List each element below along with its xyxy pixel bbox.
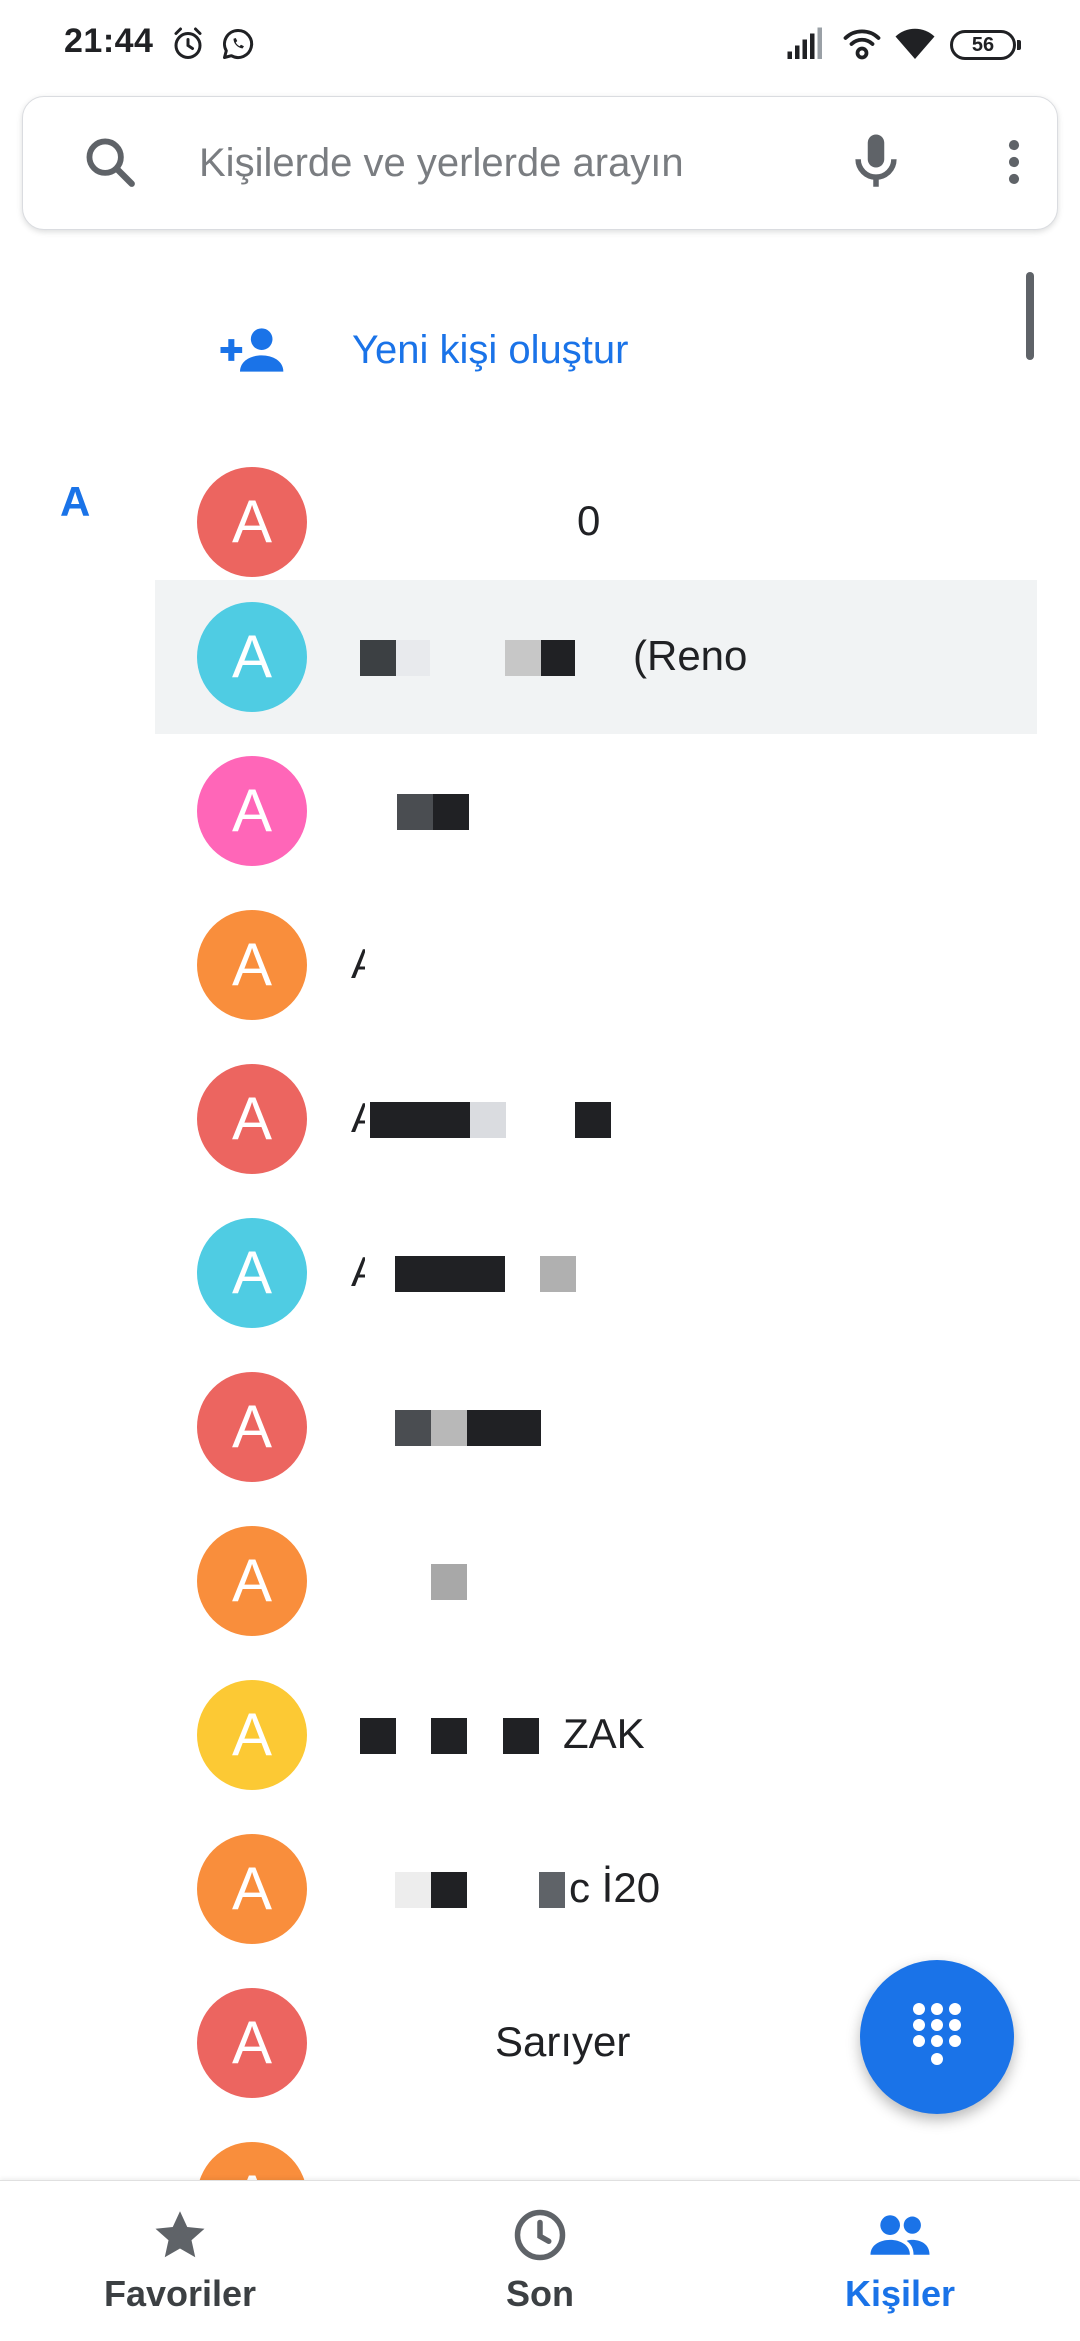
contact-avatar: A	[197, 602, 307, 712]
redaction-block	[431, 1872, 467, 1908]
people-icon	[870, 2215, 930, 2255]
contact-row[interactable]: A	[155, 1350, 1037, 1504]
contact-avatar: A	[197, 1064, 307, 1174]
bottom-navigation: Favoriler Son Kişiler	[0, 2180, 1080, 2341]
nav-recents-label: Son	[506, 2273, 574, 2314]
search-bar[interactable]: Kişilerde ve yerlerde arayın	[22, 96, 1058, 230]
redaction-block	[431, 1564, 467, 1600]
contact-row[interactable]: A	[155, 2120, 1037, 2180]
contact-name: ZAK	[563, 1710, 645, 1757]
contact-avatar: A	[197, 756, 307, 866]
signal-icon	[787, 27, 822, 59]
redaction-block	[360, 640, 396, 676]
search-icon[interactable]	[81, 133, 139, 191]
person-add-icon	[220, 328, 284, 372]
contact-row[interactable]: A ZAK	[155, 1658, 1037, 1812]
clock-icon	[514, 2209, 566, 2261]
nav-contacts-label: Kişiler	[844, 2273, 956, 2314]
contact-row[interactable]: A c İ20	[155, 1812, 1037, 1966]
redaction-block	[540, 1256, 576, 1292]
search-input[interactable]: Kişilerde ve yerlerde arayın	[199, 141, 684, 185]
nav-recents[interactable]: Son	[420, 2181, 660, 2341]
redaction-block	[539, 1872, 565, 1908]
redaction-block	[470, 1102, 506, 1138]
contact-row[interactable]: A	[155, 734, 1037, 888]
contact-avatar: A	[197, 2142, 307, 2180]
star-icon	[155, 2211, 205, 2258]
redaction-block	[395, 1410, 431, 1446]
status-bar: 21:44 56	[0, 0, 1080, 92]
contact-avatar: A	[197, 467, 307, 577]
contact-avatar: A	[197, 1988, 307, 2098]
redaction-block	[396, 640, 430, 676]
contact-name: (Reno	[633, 632, 748, 679]
redaction-block	[370, 1102, 470, 1138]
redaction-block	[397, 794, 433, 830]
redaction-block	[541, 640, 575, 676]
contact-avatar: A	[197, 1372, 307, 1482]
alarm-icon	[174, 27, 202, 59]
contact-name: A	[351, 1248, 365, 1296]
redaction-block	[431, 1718, 467, 1754]
battery-indicator: 56	[950, 30, 1021, 60]
redaction-block	[431, 1410, 467, 1446]
contact-row-selected[interactable]: A (Reno	[155, 580, 1037, 734]
contact-name: 0	[577, 497, 601, 544]
create-contact-button[interactable]: Yeni kişi oluştur	[0, 290, 1040, 410]
wifi-hotspot-icon	[843, 29, 881, 60]
contact-name: A	[351, 940, 365, 988]
contact-avatar: A	[197, 1834, 307, 1944]
redaction-block	[360, 1718, 396, 1754]
contact-row[interactable]: A Sarıyer	[155, 1966, 1037, 2120]
contact-avatar: A	[197, 1680, 307, 1790]
contact-row[interactable]: A 0	[155, 445, 1037, 599]
dialpad-button[interactable]	[860, 1960, 1014, 2114]
contact-row[interactable]: A	[155, 1504, 1037, 1658]
create-contact-label: Yeni kişi oluştur	[352, 328, 629, 372]
contact-row[interactable]: A A	[155, 888, 1037, 1042]
more-vert-icon[interactable]	[985, 133, 1043, 191]
nav-contacts[interactable]: Kişiler	[780, 2181, 1020, 2341]
scrollbar-thumb[interactable]	[1026, 272, 1034, 360]
redaction-block	[395, 1872, 431, 1908]
redaction-block	[505, 640, 541, 676]
wifi-icon	[895, 28, 935, 59]
contact-name: A	[351, 1094, 365, 1142]
status-time: 21:44	[64, 22, 154, 60]
whatsapp-icon	[223, 28, 254, 59]
contact-row[interactable]: A A	[155, 1042, 1037, 1196]
nav-favorites[interactable]: Favoriler	[60, 2181, 300, 2341]
redaction-block	[575, 1102, 611, 1138]
contact-avatar: A	[197, 910, 307, 1020]
redaction-block	[395, 1256, 505, 1292]
redaction-block	[433, 794, 469, 830]
section-header-letter: A	[60, 478, 91, 525]
contact-avatar: A	[197, 1526, 307, 1636]
contact-list[interactable]: A 0 A (Reno A A A A A A A A	[0, 445, 1080, 2180]
contact-name: c İ20	[569, 1864, 661, 1911]
contact-row[interactable]: A A	[155, 1196, 1037, 1350]
mic-icon[interactable]	[843, 129, 909, 195]
contact-avatar: A	[197, 1218, 307, 1328]
dialpad-icon	[913, 2003, 961, 2065]
nav-favorites-label: Favoriler	[103, 2273, 257, 2314]
contact-name: Sarıyer	[495, 2018, 631, 2065]
redaction-block	[467, 1410, 541, 1446]
redaction-block	[503, 1718, 539, 1754]
